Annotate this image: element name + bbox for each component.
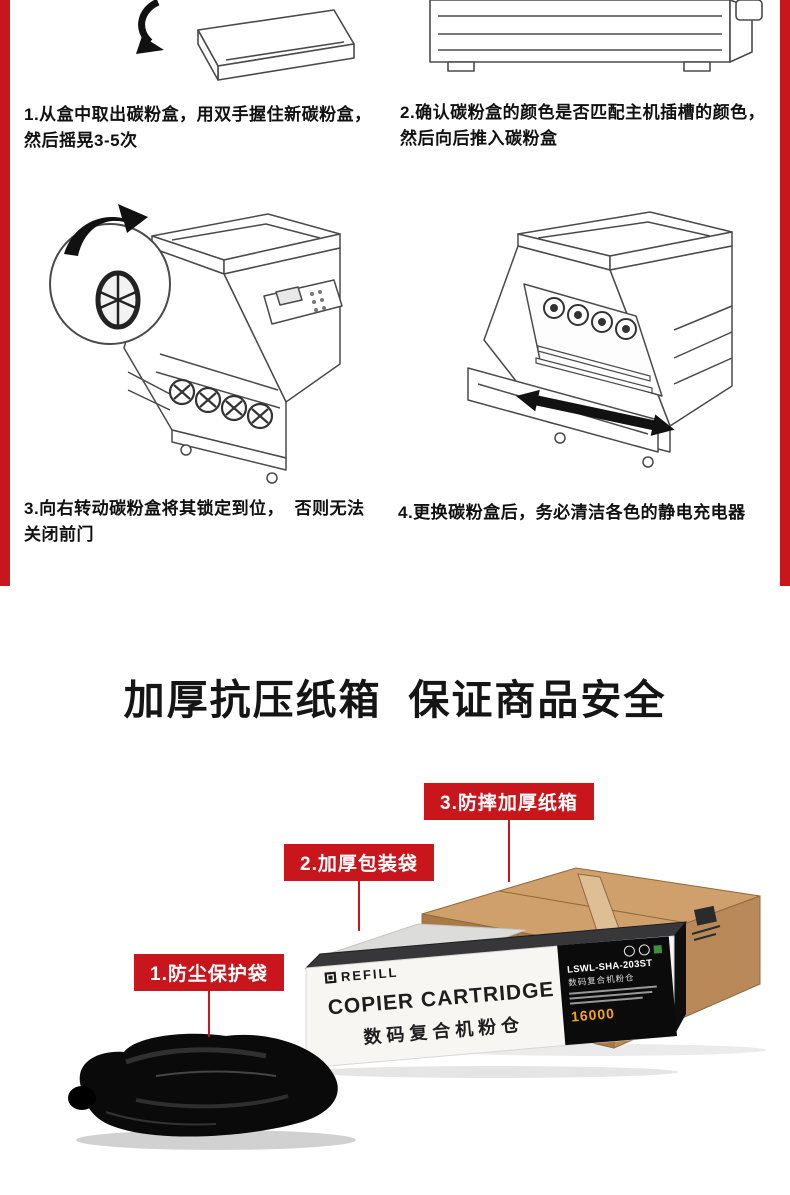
rotate-arrow-icon [64,204,148,256]
box-end-face [674,922,686,1036]
callout-wrap-bag-label: 2.加厚包装袋 [284,844,434,881]
step-4-caption: 4.更换碳粉盒后，务必清洁各色的静电充电器 [398,503,746,522]
bag-body [79,1033,338,1137]
install-step-1: 1.从盒中取出碳粉盒，用双手握住新碳粉盒，然后摇晃3-5次 [24,0,380,153]
step-3-caption: 3.向右转动碳粉盒将其锁定到位， 否则无法关闭前门 [24,499,365,544]
callout-wrap-bag: 2.加厚包装袋 [284,844,434,931]
step-1-caption: 1.从盒中取出碳粉盒，用双手握住新碳粉盒，然后摇晃3-5次 [24,105,372,150]
bag-shadow [76,1130,356,1150]
box-titles: COPIER CARTRIDGE 数码复合机粉仓 [325,978,561,1053]
bag-knot [68,1086,96,1110]
cert-chip-icon [653,944,663,954]
callout-dust-bag-line [207,991,210,1037]
install-step-3: 3.向右转动碳粉盒将其锁定到位， 否则无法关闭前门 [24,196,382,547]
copier-clean-illustration [467,211,733,468]
spec-label-panel: LSWL-SHA-203ST 数码复合机粉仓 16000 [557,936,677,1046]
install-step-2: 2.确认碳粉盒的颜色是否匹配主机插槽的颜色，然后向后推入碳粉盒 [400,0,772,151]
install-step-4: 4.更换碳粉盒后，务必清洁各色的静电充电器 [398,200,774,526]
retail-box: REFILL COPIER CARTRIDGE 数码复合机粉仓 LSWL-SHA… [298,918,690,1080]
toner-box-shake-illustration [136,0,355,81]
callout-carton: 3.防摔加厚纸箱 [424,783,594,882]
callout-dust-bag-label: 1.防尘保护袋 [134,954,284,991]
copier-lock-illustration [49,204,343,484]
cert-circle-icon [638,943,651,956]
toner-knobs [168,378,274,430]
page-yield: 16000 [570,1005,616,1025]
packaging-showcase: REFILL COPIER CARTRIDGE 数码复合机粉仓 LSWL-SHA… [0,760,790,1195]
left-red-edge [0,0,10,586]
callout-wrap-bag-line [357,881,360,931]
zoom-detail-circle [49,204,171,345]
clean-direction-arrow-icon [516,389,675,436]
brand-logo: REFILL [324,964,399,986]
callout-dust-bag: 1.防尘保护袋 [134,954,284,1037]
toner-cartridge-ends [543,297,637,340]
right-red-edge [780,0,790,586]
copier-base-drawing [429,0,763,72]
brand-name: REFILL [340,964,399,985]
control-panel-buttons [310,290,326,312]
step-2-caption: 2.确认碳粉盒的颜色是否匹配主机插槽的颜色，然后向后推入碳粉盒 [400,103,766,148]
copier-insert-illustration [429,0,763,72]
shake-arrow-icon [136,0,164,54]
toner-cartridge-box [197,9,355,81]
callout-carton-label: 3.防摔加厚纸箱 [424,783,594,820]
box-shadow [308,1066,678,1078]
dust-bag [68,1033,356,1150]
callout-carton-line [507,820,510,882]
brand-logo-icon [324,971,337,984]
bag-highlights [105,1047,289,1126]
knob-spokes [99,273,137,327]
packaging-section-title: 加厚抗压纸箱 保证商品安全 [123,677,667,723]
copier-open-door-drawing [467,211,733,468]
cert-circle-icon [623,945,636,958]
charger-slots [535,345,653,394]
carton-print-mark [691,905,721,941]
